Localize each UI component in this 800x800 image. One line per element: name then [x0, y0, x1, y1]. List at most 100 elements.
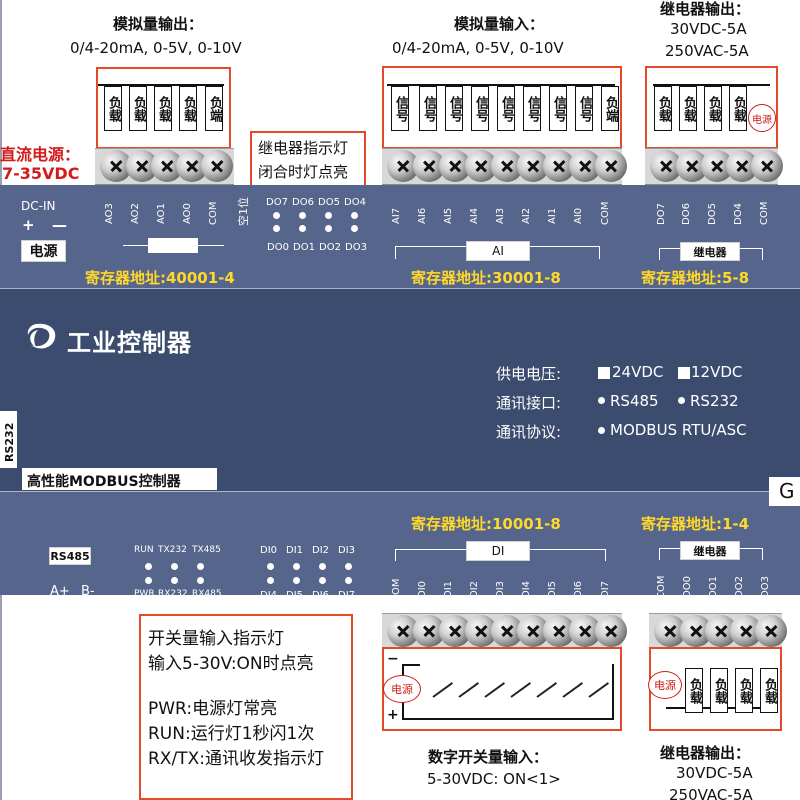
status-pwr: PWR	[134, 589, 155, 599]
analog-output-wiring-box: 负载 负载 负载 负载 负端	[96, 67, 231, 149]
relay-output-spec-bottom-1: 30VDC-5A	[676, 764, 753, 782]
dc-source-icon: 电源	[383, 675, 421, 703]
di-label-2: DI2	[469, 580, 480, 598]
di-top-2: DI1	[286, 545, 304, 556]
switch-icon	[458, 682, 480, 698]
relay-load-slot-top-1: 负载	[654, 86, 672, 131]
ao-label-1: AO3	[104, 203, 115, 224]
led-dot-icon	[145, 577, 152, 584]
relay-power-icon-bottom: 电源	[648, 671, 682, 699]
screw-terminal-icon[interactable]	[751, 150, 783, 182]
ao-label-4: AO0	[182, 203, 193, 224]
di-top-4: DI3	[338, 545, 356, 556]
signal-slot-1: 信号	[391, 86, 409, 131]
switch-icon	[432, 682, 454, 698]
relay-address-bottom: 寄存器地址:1-4	[641, 515, 750, 533]
rs232-side-tab: RS232	[0, 411, 17, 468]
digital-input-title: 数字开关量输入：	[428, 748, 549, 766]
relay-output-spec-top-1: 30VDC-5A	[670, 20, 747, 38]
screw-terminal-icon[interactable]	[595, 615, 627, 647]
model-label: 高性能MODBUS控制器	[27, 474, 181, 490]
dc-in-label: DC-IN	[21, 199, 56, 213]
rs485-a-plus: A+	[50, 584, 70, 599]
led-dot-icon	[299, 212, 306, 219]
model-label-box: 高性能MODBUS控制器	[22, 468, 217, 490]
run-note: RUN:运行灯1秒闪1次	[148, 724, 315, 744]
do-bottom-3: DO2	[319, 242, 341, 253]
screw-terminal-icon[interactable]	[201, 150, 233, 182]
ai-label-2: AI6	[417, 207, 428, 224]
screw-terminal-icon[interactable]	[755, 615, 787, 647]
signal-slot-3: 信号	[445, 86, 463, 131]
upper-divider	[0, 288, 800, 289]
g-marker-box: G	[769, 477, 800, 506]
protocol-value: MODBUS RTU/ASC	[610, 421, 747, 439]
relay-output-spec-bottom-2: 250VAC-5A	[669, 786, 753, 800]
signal-slot-7: 信号	[549, 86, 567, 131]
di-label-com: COM	[391, 578, 402, 602]
analog-output-title: 模拟量输出：	[113, 15, 204, 33]
di-label-6: DI6	[573, 580, 584, 598]
led-dot-icon	[598, 397, 605, 404]
relay-load-slot-top-2: 负载	[679, 86, 697, 131]
relay-output-title-bottom: 继电器输出：	[660, 744, 751, 762]
relay-output-title-top: 继电器输出：	[660, 0, 751, 18]
supply-voltage-label: 供电电压:	[496, 365, 562, 383]
di-bottom-1: DI4	[260, 590, 278, 601]
do-bottom-2: DO1	[293, 242, 315, 253]
dc-power-title: 直流电源：	[0, 145, 81, 164]
load-slot-2: 负载	[129, 86, 147, 131]
di-address-label: 寄存器地址:10001-8	[411, 515, 561, 533]
do-bottom-4: DO3	[345, 242, 367, 253]
do-top-2: DO6	[292, 197, 314, 208]
led-dot-icon	[325, 225, 332, 232]
ai-tag-box: AI	[466, 241, 530, 261]
led-dot-icon	[273, 212, 280, 219]
signal-slot-6: 信号	[523, 86, 541, 131]
ai-label-com: COM	[600, 201, 611, 225]
status-run: RUN	[134, 545, 154, 555]
signal-slot-4: 信号	[471, 86, 489, 131]
led-dot-icon	[197, 577, 204, 584]
relay-indicator-note-line-2: 闭合时灯点亮	[258, 163, 349, 181]
led-dot-icon	[345, 577, 352, 584]
di-top-3: DI2	[312, 545, 330, 556]
signal-slot-2: 信号	[419, 86, 437, 131]
digital-input-terminal-row	[382, 613, 627, 650]
ai-address-label: 寄存器地址:30001-8	[411, 269, 561, 287]
relay-load-slot-top-3: 负载	[704, 86, 722, 131]
ao-address-label: 寄存器地址:40001-4	[85, 269, 235, 287]
rs485-b-minus: B-	[81, 584, 95, 599]
analog-output-terminal-row	[95, 148, 234, 185]
dc-plus-symbol: +	[387, 707, 399, 723]
do-top-4: DO4	[344, 197, 366, 208]
led-dot-icon	[171, 563, 178, 570]
led-dot-icon	[319, 577, 326, 584]
do-bottom-1: DO0	[267, 242, 289, 253]
supply-12vdc: 12VDC	[691, 363, 743, 381]
switch-icon	[510, 682, 532, 698]
di-label-0: DI0	[417, 580, 428, 598]
digital-input-spec: 5-30VDC: ON<1>	[427, 770, 561, 788]
relay-indicator-note-line-1: 继电器指示灯	[258, 139, 349, 157]
upper-panel-band	[0, 185, 800, 288]
checkbox-icon	[598, 367, 610, 379]
do-top-1: DO7	[266, 197, 288, 208]
digital-input-wiring-box: 电源 − +	[382, 647, 622, 731]
screw-terminal-icon[interactable]	[595, 150, 627, 182]
switch-icon	[562, 682, 584, 698]
ao-label-2: AO2	[130, 203, 141, 224]
load-end-slot: 负端	[205, 86, 223, 131]
di-top-1: DI0	[260, 545, 278, 556]
di-label-4: DI4	[521, 580, 532, 598]
rxtx-note: RX/TX:通讯收发指示灯	[148, 749, 324, 769]
switch-input-indicator-sub: 输入5-30V:ON时点亮	[148, 654, 314, 674]
relay-output-spec-top-2: 250VAC-5A	[665, 42, 749, 60]
comm-interface-label: 通讯接口:	[496, 394, 562, 412]
relay-terminal-row-bottom	[649, 613, 787, 650]
relay-label-top-2: DO6	[681, 203, 692, 225]
led-dot-icon	[145, 563, 152, 570]
relay-label-bottom-com: COM	[656, 575, 667, 599]
load-slot-3: 负载	[154, 86, 172, 131]
